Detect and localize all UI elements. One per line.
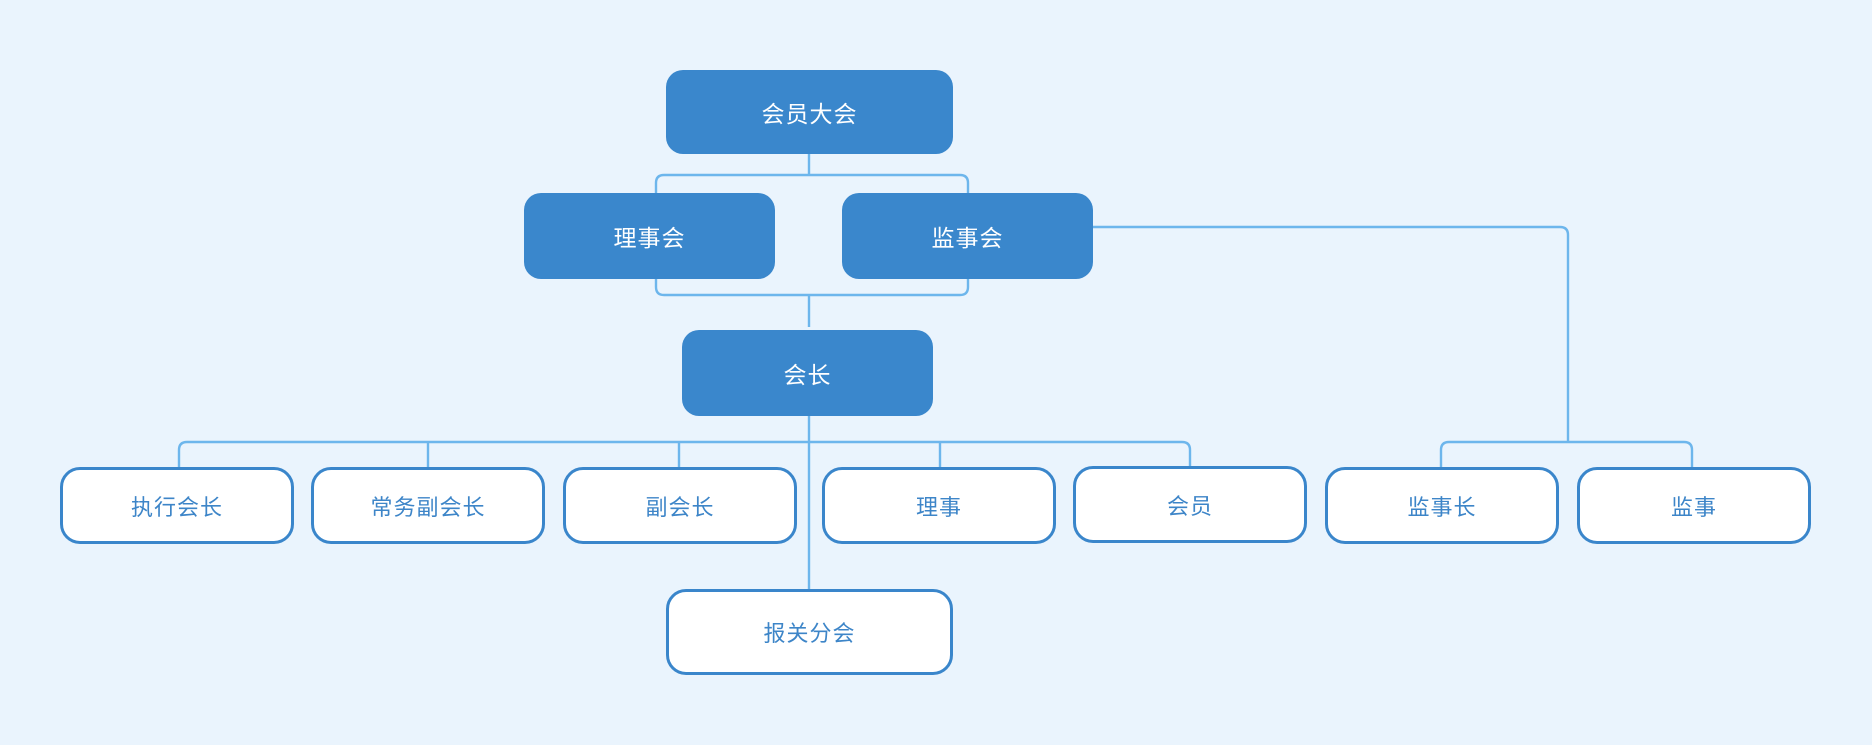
node-label: 会长	[783, 363, 832, 389]
node-member: 会员	[1073, 466, 1307, 543]
node-label: 报关分会	[763, 622, 856, 647]
connector-assembly-to-boards	[654, 154, 970, 193]
node-director: 理事	[822, 467, 1056, 544]
node-label: 执行会长	[130, 495, 223, 521]
connector-supervisory-branch	[1093, 225, 1694, 468]
node-label: 常务副会长	[370, 495, 486, 521]
node-customs-branch: 报关分会	[666, 589, 953, 675]
node-label: 理事会	[613, 226, 686, 252]
node-chief-supervisor: 监事长	[1325, 467, 1559, 544]
node-label: 监事长	[1407, 495, 1477, 521]
node-label: 监事会	[931, 226, 1004, 252]
node-president: 会长	[682, 330, 933, 416]
node-label: 理事	[915, 495, 962, 521]
node-label: 会员	[1166, 494, 1213, 520]
node-general-assembly: 会员大会	[666, 70, 953, 154]
node-vice-president: 副会长	[563, 467, 797, 544]
node-council: 理事会	[524, 193, 775, 279]
connector-president-to-roles	[177, 416, 1192, 590]
node-label: 副会长	[645, 495, 715, 521]
node-label: 会员大会	[761, 102, 858, 128]
node-executive-president: 执行会长	[60, 467, 294, 544]
node-supervisor: 监事	[1577, 467, 1811, 544]
node-supervisory-board: 监事会	[842, 193, 1093, 279]
connector-boards-to-president	[654, 279, 970, 327]
node-label: 监事	[1670, 495, 1717, 521]
node-standing-vice-president: 常务副会长	[311, 467, 545, 544]
